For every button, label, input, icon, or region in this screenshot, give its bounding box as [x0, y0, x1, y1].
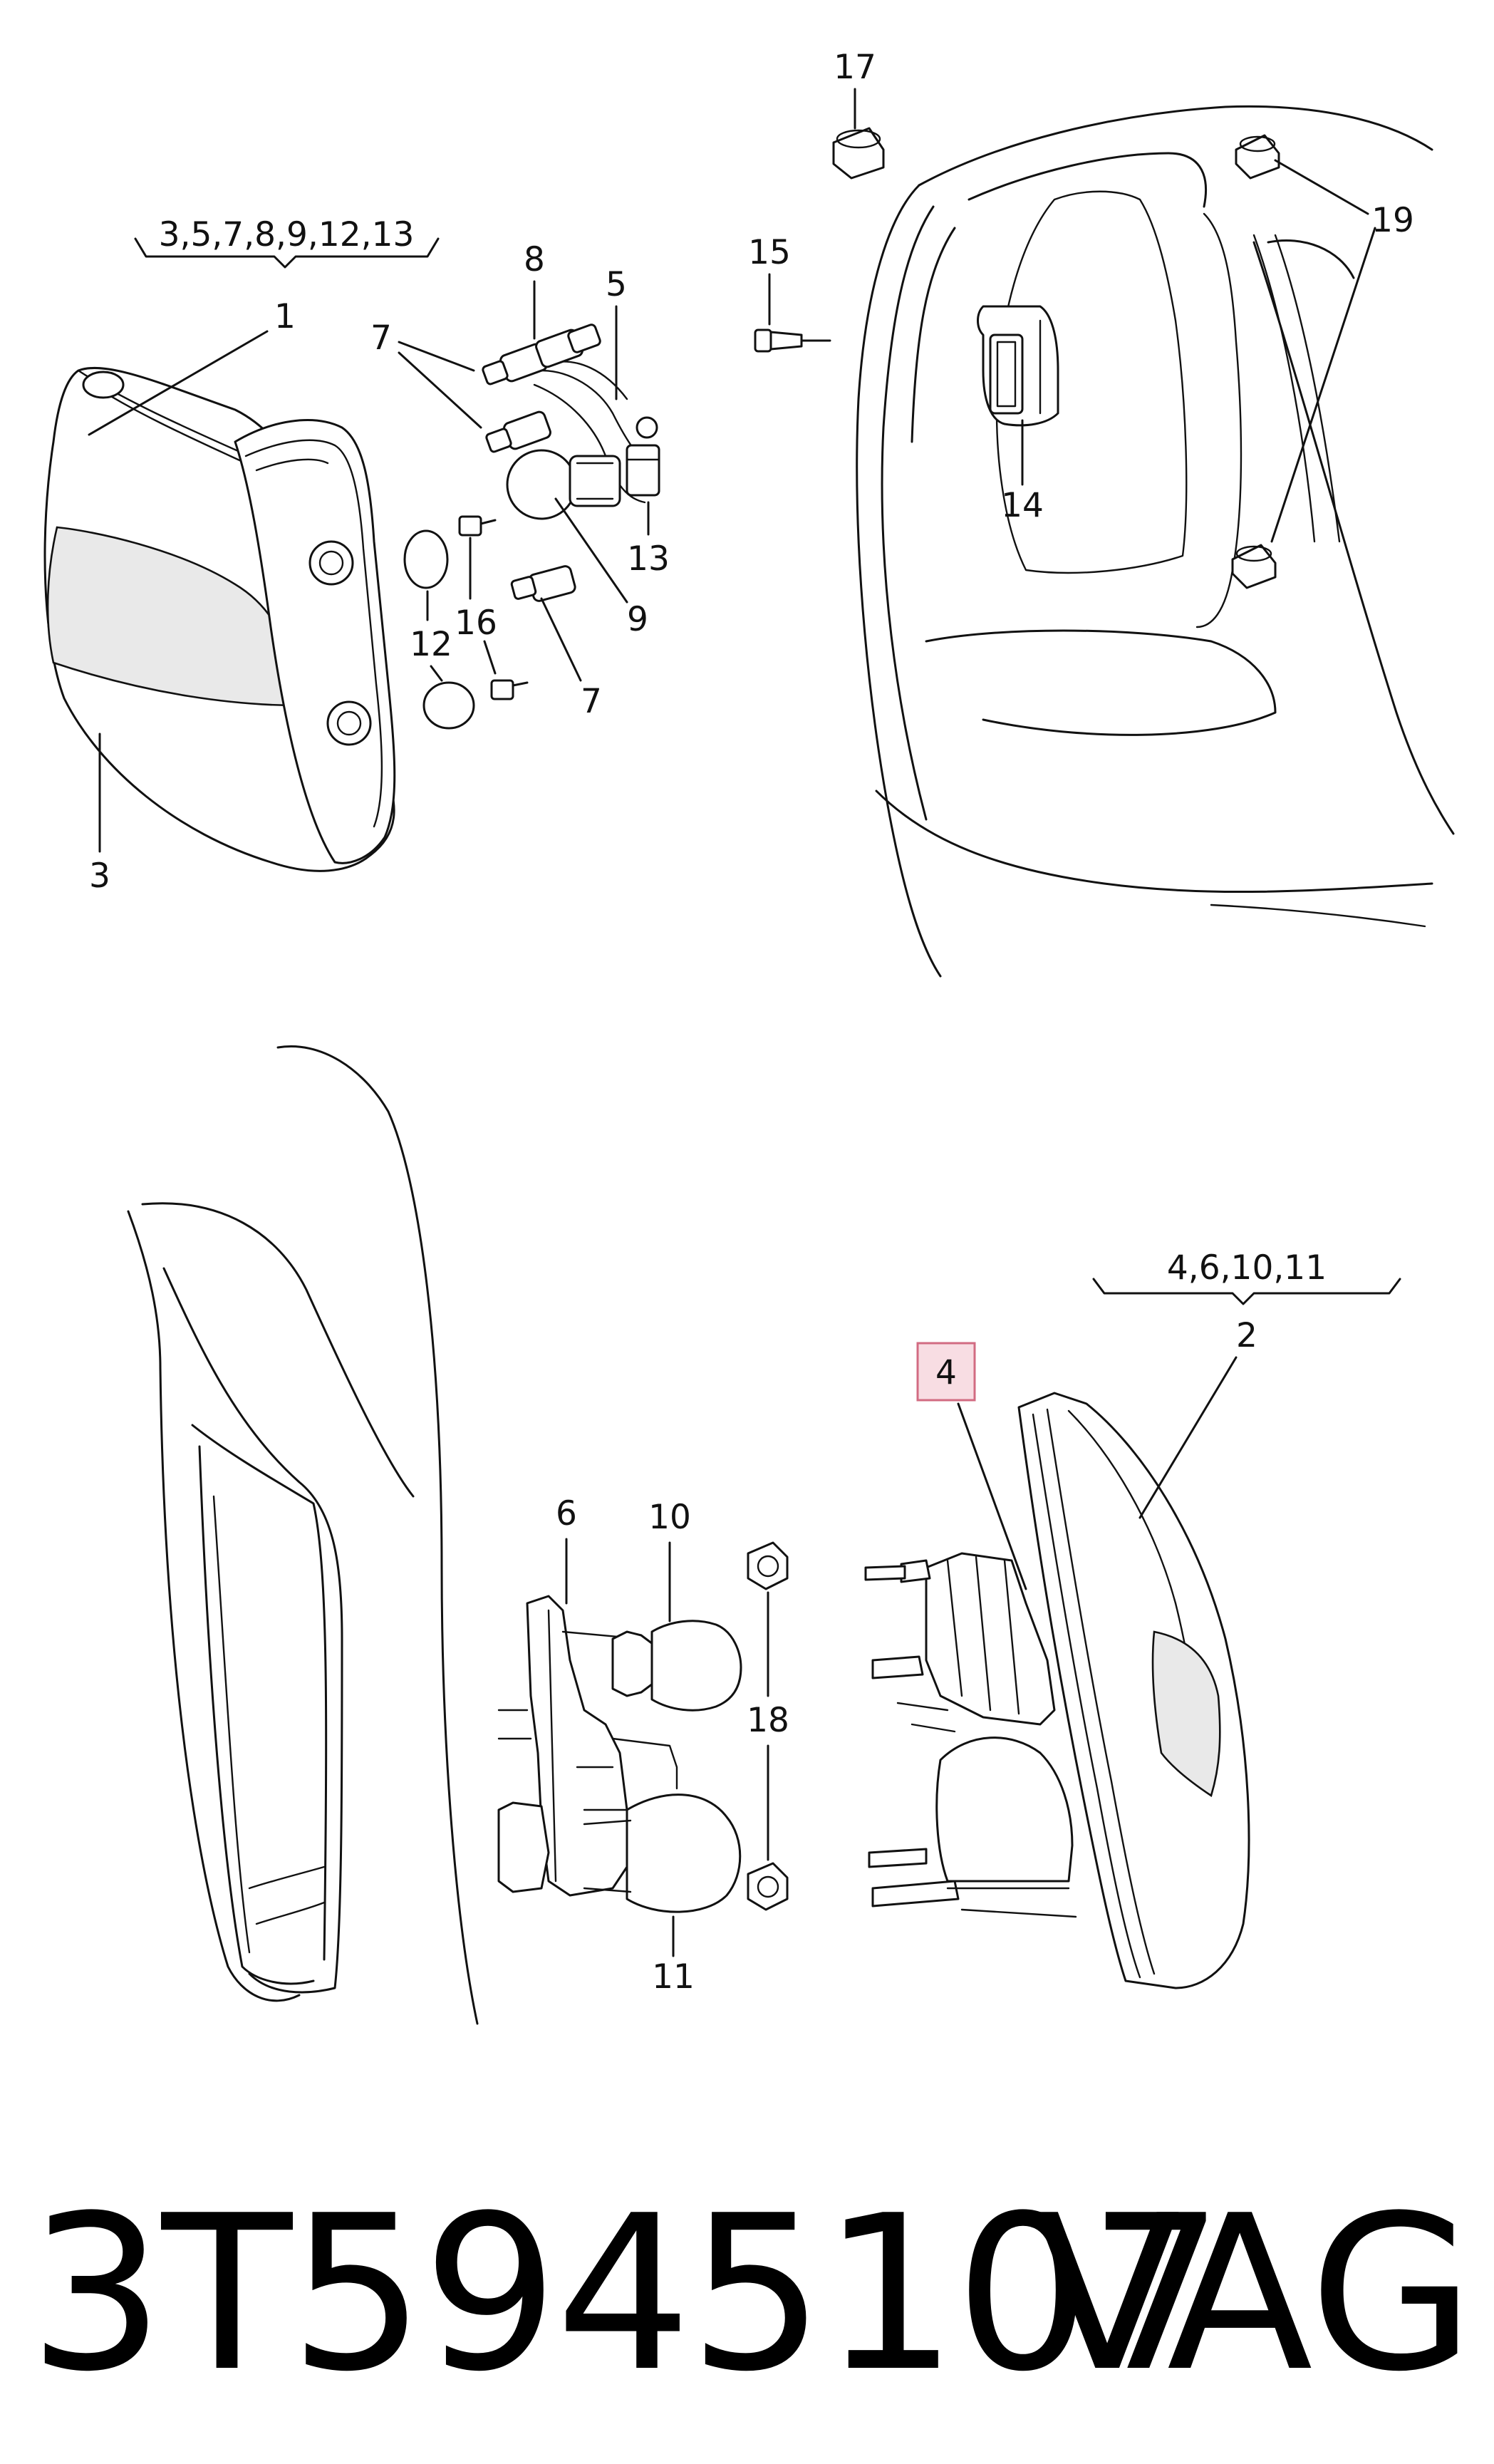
callout-3: 3 — [89, 856, 110, 896]
connector-14 — [977, 305, 1059, 427]
nut-17 — [832, 127, 885, 180]
leader-12 — [426, 590, 443, 682]
nut-19-pair — [1231, 134, 1280, 589]
callout-11: 11 — [652, 1957, 695, 1997]
callout-2: 2 — [1236, 1316, 1257, 1355]
callout-7-lower: 7 — [581, 682, 602, 721]
callout-4-highlight[interactable]: 4 — [916, 1342, 976, 1402]
leader-4 — [957, 1402, 1027, 1590]
callout-6: 6 — [556, 1494, 577, 1533]
callout-14: 14 — [1001, 486, 1044, 525]
bulb-holder-assembly — [482, 323, 660, 602]
leader-2 — [1138, 1356, 1238, 1519]
leader-1 — [88, 330, 269, 436]
screw-16-pair — [458, 515, 529, 700]
callout-7-upper: 7 — [370, 319, 392, 358]
bulb-11 — [497, 1793, 742, 1913]
leader-16 — [469, 537, 497, 675]
callout-4: 4 — [935, 1353, 957, 1392]
brand-label: VAG — [1034, 2170, 1475, 2418]
callout-group-lower: 4,6,10,11 — [1167, 1248, 1327, 1288]
callout-12: 12 — [410, 625, 452, 664]
callout-bracket-lower: 4,6,10,11 — [1092, 1248, 1401, 1305]
callout-bracket-upper: 3,5,7,8,9,12,13 — [134, 215, 440, 269]
leader-7-lower — [540, 597, 582, 682]
callout-9: 9 — [627, 600, 648, 639]
tail-lamp-outer — [43, 367, 396, 872]
tail-lamp-inner — [864, 1392, 1250, 1989]
callout-18: 18 — [747, 1701, 789, 1740]
callout-19: 19 — [1371, 201, 1414, 240]
callout-group-upper: 3,5,7,8,9,12,13 — [159, 215, 415, 254]
footer: 3T5945107 VAG — [28, 2159, 1475, 2430]
callout-13: 13 — [627, 539, 670, 579]
part-number: 3T5945107 — [28, 2170, 1224, 2418]
vehicle-body-tailgate — [127, 1045, 479, 2025]
callout-8: 8 — [524, 240, 545, 279]
leader-7-upper — [398, 341, 482, 429]
nut-18-pair — [747, 1541, 789, 1911]
leader-9 — [554, 497, 628, 604]
callout-16: 16 — [455, 604, 497, 643]
callout-5: 5 — [606, 265, 627, 304]
vehicle-body-rear-opening — [856, 105, 1455, 978]
rivet-15 — [754, 328, 831, 353]
callout-1: 1 — [274, 297, 296, 336]
callout-17: 17 — [834, 48, 876, 87]
bulb-10 — [611, 1620, 742, 1712]
leader-19 — [1270, 159, 1376, 543]
callout-10: 10 — [648, 1498, 691, 1537]
callout-15: 15 — [748, 233, 791, 272]
cap-12-pair — [403, 529, 475, 730]
